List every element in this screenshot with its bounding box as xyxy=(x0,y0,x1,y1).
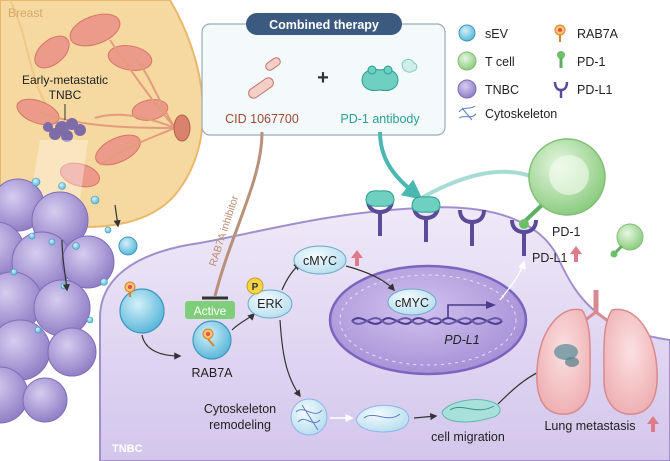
early-tnbc-label-line1: Early-metastatic xyxy=(22,73,108,87)
pd-l1-label: PD-L1 xyxy=(532,251,567,265)
lung-metastasis-up-arrow xyxy=(647,416,659,432)
active-label: Active xyxy=(194,304,227,318)
erk-node xyxy=(247,289,293,319)
t-cell-icon xyxy=(457,51,477,71)
early-tnbc-label-line2: TNBC xyxy=(49,88,82,102)
tnbc-cluster xyxy=(0,177,115,424)
cmyc-cytoplasm-node xyxy=(293,245,347,275)
active-badge xyxy=(185,301,235,319)
lung-illustration xyxy=(536,290,658,415)
combined-therapy-title: Combined therapy xyxy=(269,18,379,32)
nucleus xyxy=(328,264,528,376)
combined-therapy-panel: Combined therapy + CID 1067700 PD-1 anti… xyxy=(201,13,446,136)
membrane-receptors xyxy=(365,190,544,256)
migrating-cell-1 xyxy=(355,404,410,433)
pd-1-label: PD-1 xyxy=(552,225,581,239)
sev-vesicle xyxy=(119,281,165,334)
legend-label-tnbc: TNBC xyxy=(485,83,519,97)
legend-label-cytoskeleton: Cytoskeleton xyxy=(485,107,557,121)
cmyc-nucleus-label: cMYC xyxy=(395,296,429,310)
cmyc-cytoplasm-label: cMYC xyxy=(303,254,337,268)
breast-label: Breast xyxy=(8,6,43,20)
cytoskeleton-label-line1: Cytoskeleton xyxy=(204,402,276,416)
pd-l1-up-arrow xyxy=(570,246,582,262)
legend-label-pd-1: PD-1 xyxy=(577,55,606,69)
breast-illustration: Breast Early-metastatic TNBC xyxy=(0,0,204,229)
pd-l1-icon xyxy=(553,81,569,98)
tnbc-icon xyxy=(457,79,477,99)
legend-label-rab7a: RAB7A xyxy=(577,27,619,41)
rab7a-icon xyxy=(554,24,566,42)
migrating-cell-2 xyxy=(441,399,501,423)
tnbc-corner-label: TNBC xyxy=(112,443,143,455)
pd-1-antibody-label: PD-1 antibody xyxy=(340,112,420,126)
cell-migration-label: cell migration xyxy=(431,430,505,444)
cytoskeleton-icon xyxy=(458,105,477,121)
sev-icon xyxy=(458,24,476,42)
erk-label: ERK xyxy=(257,297,283,311)
legend: sEV RAB7A T cell PD-1 TNBC PD-L1 Cytoske… xyxy=(457,24,619,121)
phospho-label: P xyxy=(252,282,259,293)
cid-1067700-drug-icon xyxy=(248,57,281,99)
phospho-badge xyxy=(246,277,264,295)
rab7a-vesicle xyxy=(192,320,232,360)
rab7a-label: RAB7A xyxy=(192,366,234,380)
legend-label-t-cell: T cell xyxy=(485,55,515,69)
t-cell-large xyxy=(528,138,606,216)
cytoskeleton-cell xyxy=(290,398,328,436)
legend-label-sev: sEV xyxy=(485,27,509,41)
cmyc-up-arrow xyxy=(351,250,363,266)
cmyc-nucleus-node xyxy=(387,288,437,316)
lung-metastasis-label: Lung metastasis xyxy=(544,419,635,433)
cid-1067700-label: CID 1067700 xyxy=(225,112,299,126)
pd-1-antibody-icon xyxy=(361,58,418,91)
plus-sign: + xyxy=(317,67,329,89)
pd-1-icon xyxy=(557,51,565,68)
legend-label-pd-l1: PD-L1 xyxy=(577,83,612,97)
pd-l1-gene-label: PD-L1 xyxy=(444,333,479,347)
cytoskeleton-label-line2: remodeling xyxy=(209,418,271,432)
t-cell-small xyxy=(610,223,644,258)
